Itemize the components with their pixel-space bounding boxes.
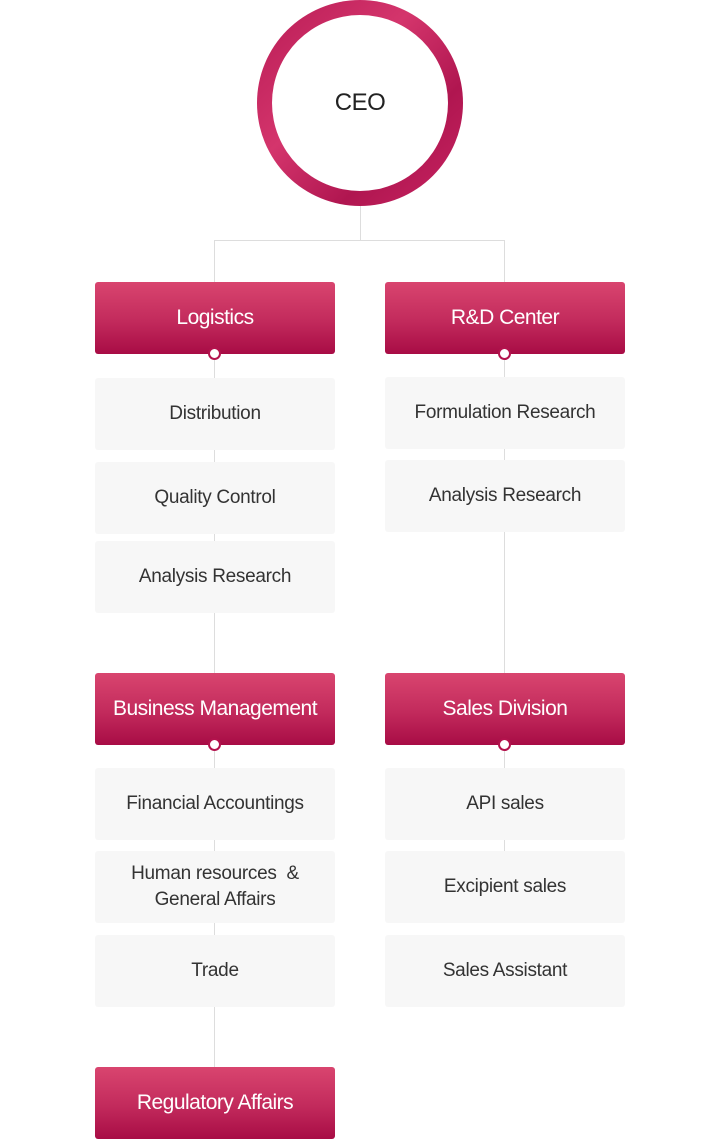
ceo-label: CEO xyxy=(272,15,448,191)
sales-title: Sales Division xyxy=(442,697,568,720)
regulatory-header: Regulatory Affairs xyxy=(95,1067,335,1139)
logistics-header: Logistics xyxy=(95,282,335,360)
business-title: Business Management xyxy=(112,697,318,720)
sales-item-excipient-sales: Excipient sales xyxy=(385,851,625,923)
branch-connector xyxy=(214,240,505,241)
rnd-header: R&D Center xyxy=(385,282,625,360)
regulatory-title: Regulatory Affairs xyxy=(136,1091,294,1114)
rnd-item-analysis-research: Analysis Research xyxy=(385,460,625,532)
connector-dot xyxy=(208,738,221,751)
business-header: Business Management xyxy=(95,673,335,751)
business-item-human-resources: Human resources & General Affairs xyxy=(95,851,335,923)
sales-item-api-sales: API sales xyxy=(385,768,625,840)
connector-dot xyxy=(498,738,511,751)
rnd-title: R&D Center xyxy=(450,306,560,329)
business-item-financial-accountings: Financial Accountings xyxy=(95,768,335,840)
business-item-trade: Trade xyxy=(95,935,335,1007)
connector-dot xyxy=(498,347,511,360)
logistics-item-analysis-research: Analysis Research xyxy=(95,541,335,613)
right-column-connector xyxy=(504,352,505,856)
right-drop-connector xyxy=(504,240,505,284)
logistics-title: Logistics xyxy=(176,306,254,329)
logistics-item-quality-control: Quality Control xyxy=(95,462,335,534)
ceo-connector xyxy=(360,200,361,241)
sales-item-sales-assistant: Sales Assistant xyxy=(385,935,625,1007)
connector-dot xyxy=(208,347,221,360)
rnd-item-formulation-research: Formulation Research xyxy=(385,377,625,449)
logistics-item-distribution: Distribution xyxy=(95,378,335,450)
sales-header: Sales Division xyxy=(385,673,625,751)
ceo-node: CEO xyxy=(257,0,463,206)
left-drop-connector xyxy=(214,240,215,284)
